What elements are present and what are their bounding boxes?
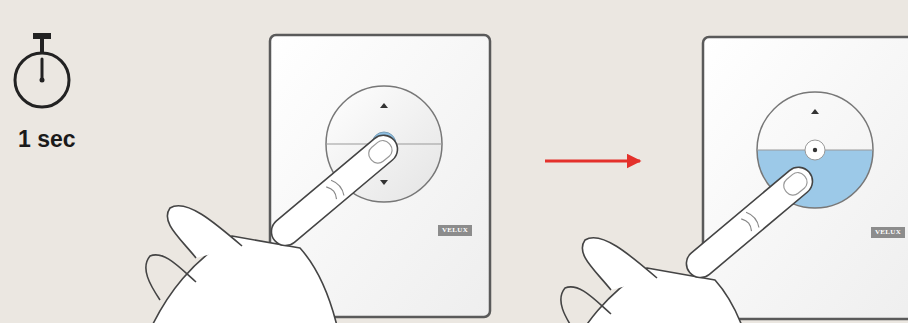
brand-badge: VELUX	[871, 227, 905, 238]
switch-panel: VELUX	[703, 37, 908, 319]
stopwatch-icon	[15, 33, 69, 107]
wall-switch-right	[703, 37, 908, 319]
duration-label: 1 sec	[18, 126, 76, 153]
switch-panel: VELUX	[270, 35, 490, 317]
brand-badge: VELUX	[438, 225, 472, 236]
hand-left	[146, 130, 403, 323]
flow-arrow	[545, 160, 640, 163]
hand-right	[561, 162, 818, 323]
